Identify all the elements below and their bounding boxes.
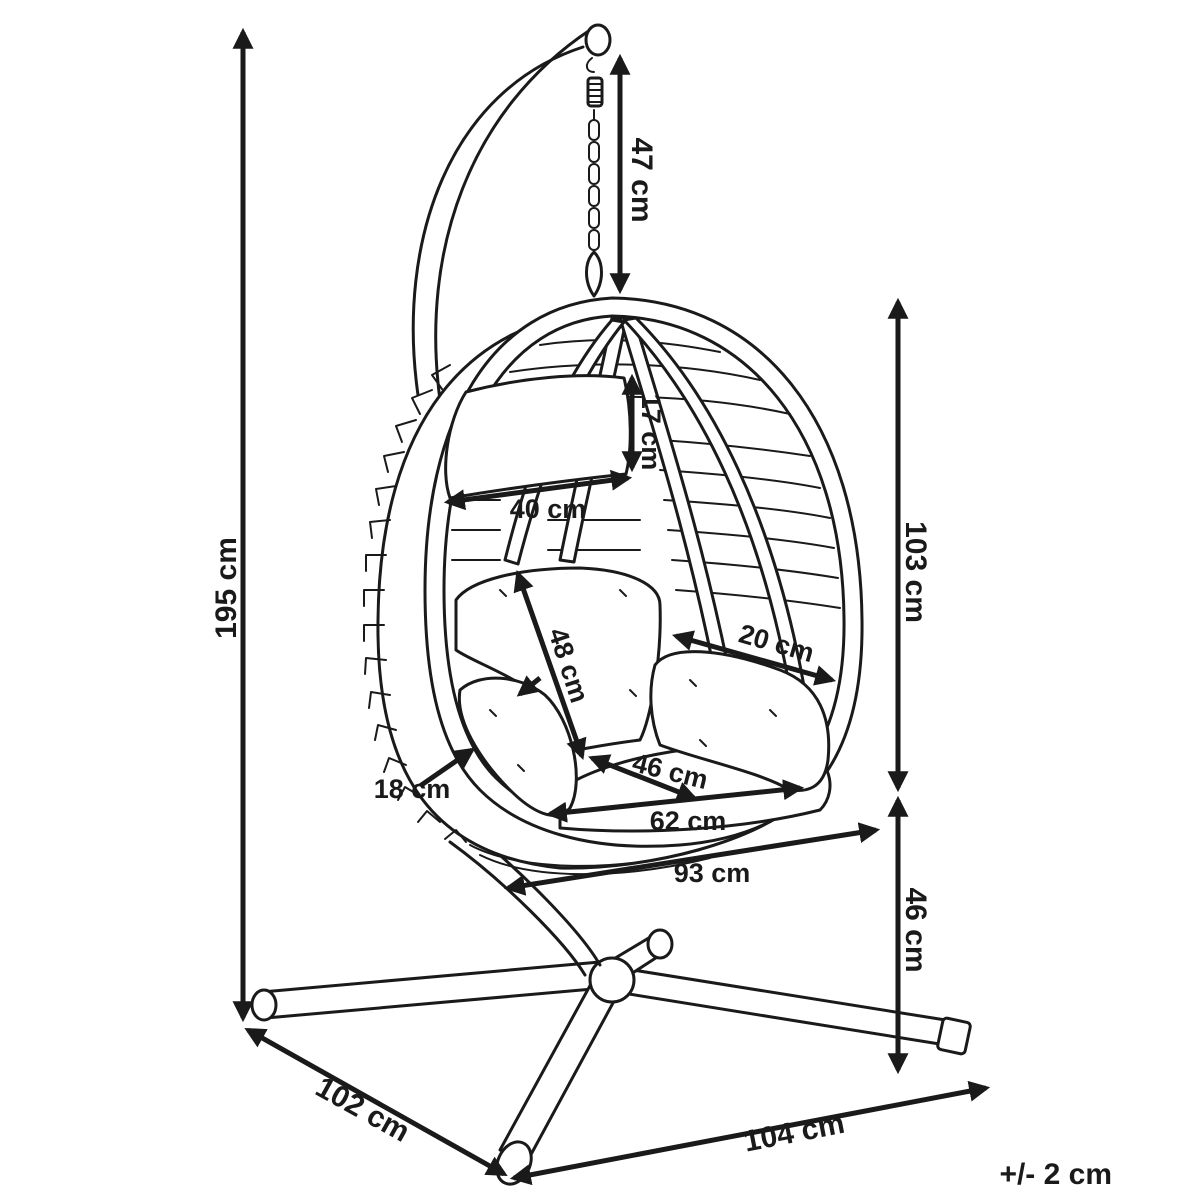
- label-headrest-height: 17 cm: [636, 394, 666, 471]
- label-base-depth: 102 cm: [310, 1071, 415, 1149]
- dim-line-headrest-width: [443, 469, 633, 511]
- dim-line-seat-width: [545, 779, 805, 823]
- dim-line-overall-width: [503, 822, 881, 896]
- chain: [585, 119, 603, 298]
- label-base-width: 104 cm: [741, 1107, 847, 1159]
- dim-line-back-cushion: [513, 570, 587, 760]
- dim-line-side-cushion: [671, 630, 837, 686]
- dim-line-side-thickness-arrow2: [418, 747, 476, 789]
- wicker-loops: [363, 364, 467, 843]
- label-basket-height: 103 cm: [899, 521, 932, 623]
- label-chain-length: 47 cm: [625, 137, 658, 222]
- dim-line-base-width: [509, 1080, 991, 1186]
- label-headrest-width: 40 cm: [510, 494, 587, 524]
- label-tolerance: +/- 2 cm: [999, 1158, 1112, 1191]
- label-overall-width: 93 cm: [674, 858, 751, 888]
- label-side-cushion-thickness: 18 cm: [374, 774, 451, 804]
- label-seat-width: 62 cm: [650, 806, 727, 836]
- dim-line-side-thickness-arrow: [516, 675, 542, 697]
- stand-base: [250, 928, 972, 1186]
- label-seat-height: 46 cm: [899, 887, 932, 972]
- dimension-lines: [232, 27, 991, 1186]
- stand-arm: [411, 23, 612, 977]
- dim-line-base-depth: [244, 1027, 508, 1177]
- label-total-height: 195 cm: [210, 537, 243, 639]
